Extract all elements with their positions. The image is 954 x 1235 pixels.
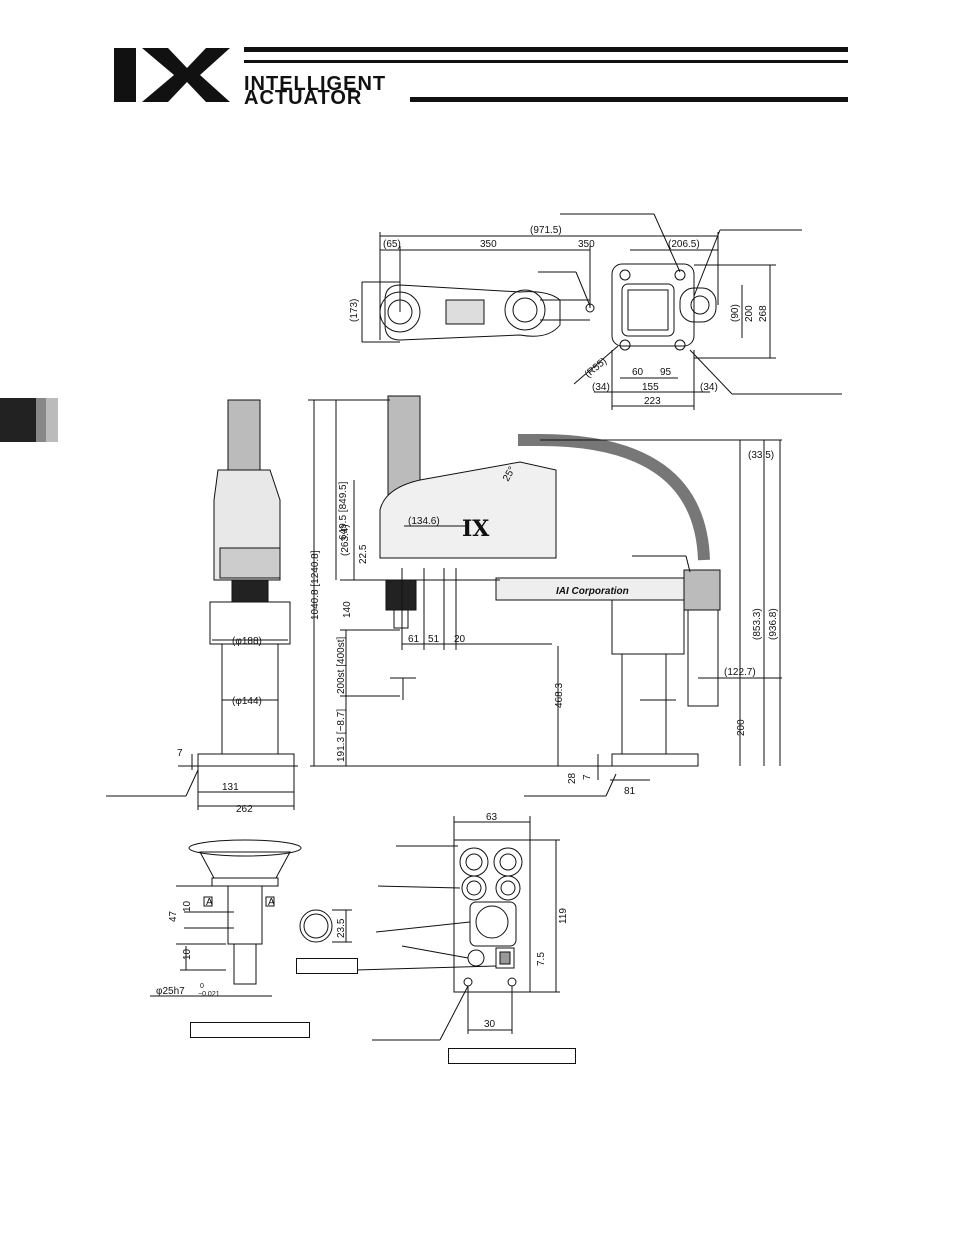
dim-649: 649.5 [849.5]: [338, 481, 349, 540]
dim-173: (173): [349, 299, 360, 322]
dim-468: 468.3: [554, 683, 565, 708]
dim-arm1: 350: [480, 239, 497, 250]
arm-plate-label: IAI Corporation: [556, 586, 629, 597]
dim-tol-top: 0: [200, 983, 204, 990]
dim-10-upper: 10: [182, 900, 193, 912]
dim-tol-bottom: −0.021: [198, 991, 220, 998]
dim-33: (33.5): [748, 450, 774, 461]
dim-20: 20: [454, 634, 466, 645]
section-mark-a-right: A: [268, 897, 275, 908]
dim-10-lower: 10: [182, 948, 193, 960]
dim-total-height: 1040.8 [1240.8]: [310, 550, 321, 620]
dim-30: 30: [484, 1019, 496, 1030]
dim-122: (122.7): [724, 667, 756, 678]
dim-fit: φ25h7: [156, 986, 185, 997]
ix-logo-icon: [114, 48, 230, 102]
chapter-tab-marker: [0, 398, 58, 442]
dim-61: 61: [408, 634, 420, 645]
dim-140: 140: [342, 601, 353, 618]
dim-23: 23.5: [336, 918, 347, 938]
dim-95: 95: [660, 367, 672, 378]
dim-overall-length: (971.5): [530, 225, 562, 236]
dim-191: 191.3 [−8.7]: [336, 709, 347, 762]
body-logo-ix: IX: [462, 516, 490, 542]
section-mark-a-left: A: [206, 897, 213, 908]
dim-936: (936.8): [768, 608, 779, 640]
dim-119: 119: [558, 908, 569, 924]
dim-206: (206.5): [668, 239, 700, 250]
header-rule-mid: [244, 60, 848, 63]
header-rule-top: [244, 47, 848, 52]
label-box-shaft-detail: [190, 1022, 310, 1038]
dim-22: 22.5: [358, 544, 369, 564]
dim-7-panel: 7.5: [536, 952, 547, 966]
brand-line-1: INTELLIGENT: [244, 73, 387, 95]
dim-28: 28: [567, 772, 578, 784]
dim-134: (134.6): [408, 516, 440, 527]
dim-200-top: 200: [744, 305, 755, 322]
dim-phi144: (φ144): [232, 696, 262, 707]
front-view-outline: [178, 399, 298, 767]
dim-81: 81: [624, 786, 636, 797]
shaft-detail-outline: [150, 839, 352, 997]
dim-90: (90): [730, 304, 741, 322]
dim-65: (65): [383, 239, 401, 250]
dim-155: 155: [642, 382, 659, 393]
front-view-dimension-lines: [106, 639, 295, 810]
brand-line-2: ACTUATOR: [244, 87, 363, 109]
dim-63: 63: [486, 812, 498, 823]
dim-200-side: 200: [736, 719, 747, 736]
dim-268: 268: [758, 305, 769, 322]
panel-detail-outline: [355, 816, 560, 1041]
dim-7-front: 7: [177, 748, 183, 759]
dim-223: 223: [644, 396, 661, 407]
dim-263: (263.4): [340, 524, 351, 556]
dim-51: 51: [428, 634, 440, 645]
dim-7-side: 7: [582, 774, 593, 780]
top-view-outline: [379, 263, 717, 351]
header-rule-bottom: [410, 97, 848, 102]
label-box-view-a: [296, 958, 358, 974]
label-box-panel-detail: [448, 1048, 576, 1064]
dim-r55: (R55): [583, 356, 609, 381]
dim-stroke: 200st [400st]: [336, 637, 347, 694]
dim-34-right: (34): [700, 382, 718, 393]
side-view-dimension-lines: [308, 399, 782, 797]
dim-arm2: 350: [578, 239, 595, 250]
dim-853: (853.3): [752, 608, 763, 640]
dim-phi188: (φ188): [232, 636, 262, 647]
top-view-dimension-lines: [361, 213, 842, 410]
dim-131: 131: [222, 782, 239, 793]
side-view-outline: [379, 395, 721, 767]
dim-262: 262: [236, 804, 253, 815]
dim-34-left: (34): [592, 382, 610, 393]
dim-47: 47: [168, 910, 179, 922]
dim-60: 60: [632, 367, 644, 378]
